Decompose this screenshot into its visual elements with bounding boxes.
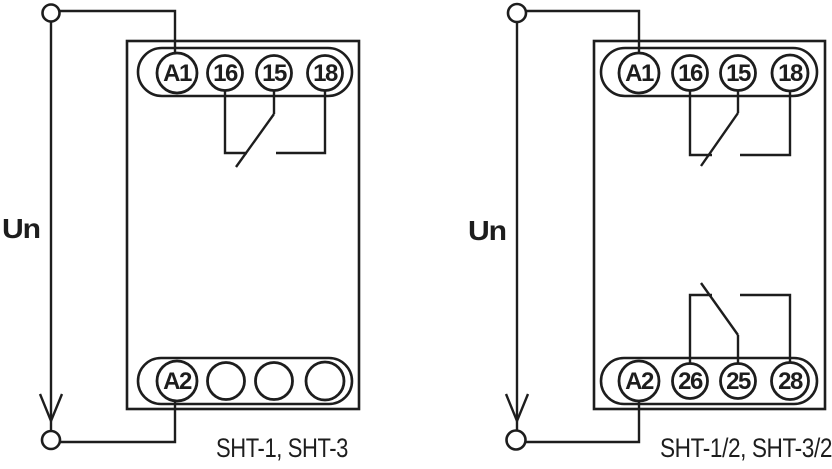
contact-blade bbox=[700, 112, 739, 167]
terminal-a2 bbox=[617, 359, 661, 403]
device-outline bbox=[592, 39, 827, 411]
terminal-16 bbox=[671, 54, 709, 92]
caption-sht1-2-sht3-2: SHT-1/2, SHT-3/2 bbox=[660, 433, 832, 463]
contact-blade bbox=[235, 113, 275, 168]
a2-return-wire bbox=[60, 401, 177, 444]
terminal-label-a1: A1 bbox=[163, 60, 192, 87]
a2-return-wire bbox=[526, 401, 641, 444]
terminal-strip-top bbox=[599, 46, 819, 98]
terminal-16 bbox=[206, 54, 244, 92]
terminal-strip-bottom bbox=[136, 356, 354, 406]
un-label: Un bbox=[468, 215, 506, 246]
changeover-contact-top bbox=[223, 90, 327, 168]
terminal-strip-top bbox=[136, 46, 354, 98]
terminal-25 bbox=[719, 362, 757, 400]
terminal-label-16: 16 bbox=[213, 60, 238, 87]
terminal-label-a2: A2 bbox=[163, 368, 192, 395]
a1-supply-wire bbox=[60, 9, 177, 53]
contact-blade bbox=[700, 282, 739, 336]
terminal-label-28: 28 bbox=[778, 368, 803, 395]
caption-sht1-sht3: SHT-1, SHT-3 bbox=[216, 433, 348, 463]
terminal-label-16: 16 bbox=[678, 60, 703, 87]
a1-supply-wire bbox=[526, 9, 641, 53]
contact-nc-leg-26 bbox=[688, 293, 712, 363]
supply-node-bottom bbox=[505, 429, 527, 451]
contact-no-leg-18 bbox=[740, 91, 792, 157]
down-arrow-icon bbox=[38, 393, 64, 425]
terminal-unlabeled-2 bbox=[254, 361, 294, 401]
terminal-unlabeled-1 bbox=[206, 361, 246, 401]
un-label: Un bbox=[2, 213, 40, 244]
terminal-18 bbox=[306, 54, 344, 92]
terminal-label-15: 15 bbox=[262, 60, 287, 87]
terminal-label-26: 26 bbox=[678, 368, 703, 395]
contact-no-leg-18 bbox=[276, 91, 327, 155]
contact-nc-leg-16 bbox=[223, 91, 247, 155]
changeover-contact-top bbox=[688, 90, 792, 167]
terminal-strip-bottom bbox=[599, 356, 819, 406]
terminal-unlabeled-3 bbox=[304, 360, 346, 402]
terminal-a2 bbox=[155, 359, 199, 403]
down-arrow-icon bbox=[504, 393, 530, 425]
terminal-label-18: 18 bbox=[313, 60, 338, 87]
terminal-label-a1: A1 bbox=[625, 60, 654, 87]
terminal-26 bbox=[671, 362, 709, 400]
terminal-label-25: 25 bbox=[726, 368, 751, 395]
supply-node-top bbox=[41, 3, 61, 23]
terminal-28 bbox=[770, 361, 810, 401]
contact-no-leg-28 bbox=[740, 293, 792, 363]
terminal-label-18: 18 bbox=[778, 60, 803, 87]
changeover-contact-bottom bbox=[688, 282, 792, 363]
supply-node-bottom bbox=[40, 429, 62, 451]
terminal-a1 bbox=[155, 51, 199, 95]
device-outline bbox=[125, 39, 361, 411]
diagram-sht1-2-sht3-2: Un A1 16 15 18 bbox=[468, 2, 832, 463]
supply-node-top bbox=[506, 2, 528, 24]
contact-nc-leg-16 bbox=[688, 91, 712, 157]
terminal-a1 bbox=[617, 51, 661, 95]
diagram-sht1-sht3: Un A1 16 15 18 bbox=[2, 3, 361, 463]
terminal-label-15: 15 bbox=[726, 60, 751, 87]
terminal-label-a2: A2 bbox=[625, 368, 654, 395]
